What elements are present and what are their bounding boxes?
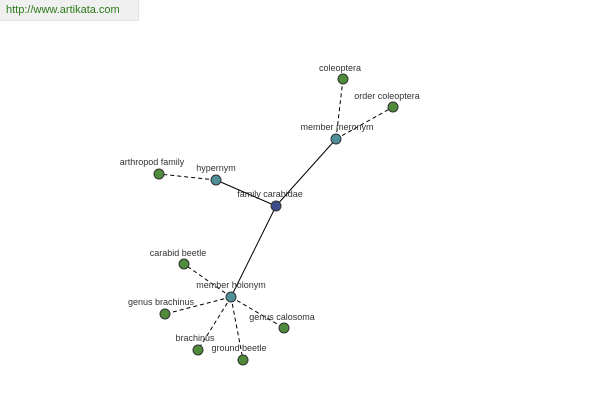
node-label-arthropod-family: arthropod family [120,157,185,167]
node-marker-arthropod-family[interactable] [153,168,165,180]
edge-holonym-ground-beetle [230,296,244,361]
node-marker-brachinus[interactable] [192,344,204,356]
node-hypernym[interactable]: hypernym [196,163,236,186]
node-ground-beetle[interactable]: ground beetle [211,343,267,366]
edge-holonym-brachinus [197,296,232,351]
node-label-genus-calosoma: genus calosoma [249,312,315,322]
node-order-coleoptera[interactable]: order coleoptera [354,91,420,113]
edge-holonym-genus-calosoma [230,296,285,329]
edge-center-holonym [230,205,277,298]
node-label-center: family carabidae [237,189,303,199]
node-marker-genus-calosoma[interactable] [278,322,290,334]
node-coleoptera[interactable]: coleoptera [319,63,361,85]
edge-meronym-order-coleoptera [335,106,394,140]
edge-hypernym-arthropod-family [158,173,217,181]
node-holonym[interactable]: member holonym [196,280,266,303]
node-genus-brachinus[interactable]: genus brachinus [128,297,195,320]
node-marker-coleoptera[interactable] [337,73,349,85]
node-arthropod-family[interactable]: arthropod family [120,157,185,180]
node-marker-meronym[interactable] [330,133,342,145]
node-label-order-coleoptera: order coleoptera [354,91,420,101]
edge-meronym-coleoptera [335,78,344,140]
node-genus-calosoma[interactable]: genus calosoma [249,312,315,334]
node-marker-order-coleoptera[interactable] [387,101,399,113]
edge-center-meronym [275,138,337,207]
node-marker-genus-brachinus[interactable] [159,308,171,320]
edge-holonym-carabid-beetle [183,263,232,298]
node-marker-holonym[interactable] [225,291,237,303]
node-label-carabid-beetle: carabid beetle [150,248,207,258]
node-center[interactable]: family carabidae [237,189,303,212]
node-label-brachinus: brachinus [175,333,215,343]
node-label-ground-beetle: ground beetle [211,343,266,353]
node-marker-center[interactable] [270,200,282,212]
node-brachinus[interactable]: brachinus [175,333,215,356]
site-url-link[interactable]: http://www.artikata.com [0,0,139,21]
nodes-layer: family carabidae member meronym hypernym me… [120,63,420,366]
node-label-holonym: member holonym [196,280,266,290]
node-label-meronym: member meronym [300,122,373,132]
edge-holonym-genus-brachinus [164,296,232,315]
node-label-genus-brachinus: genus brachinus [128,297,195,307]
node-marker-hypernym[interactable] [210,174,222,186]
node-carabid-beetle[interactable]: carabid beetle [150,248,207,270]
node-label-hypernym: hypernym [196,163,236,173]
edge-center-hypernym [215,179,277,207]
node-label-coleoptera: coleoptera [319,63,361,73]
node-marker-carabid-beetle[interactable] [178,258,190,270]
node-marker-ground-beetle[interactable] [237,354,249,366]
edges-layer [158,78,394,361]
node-meronym[interactable]: member meronym [300,122,374,145]
